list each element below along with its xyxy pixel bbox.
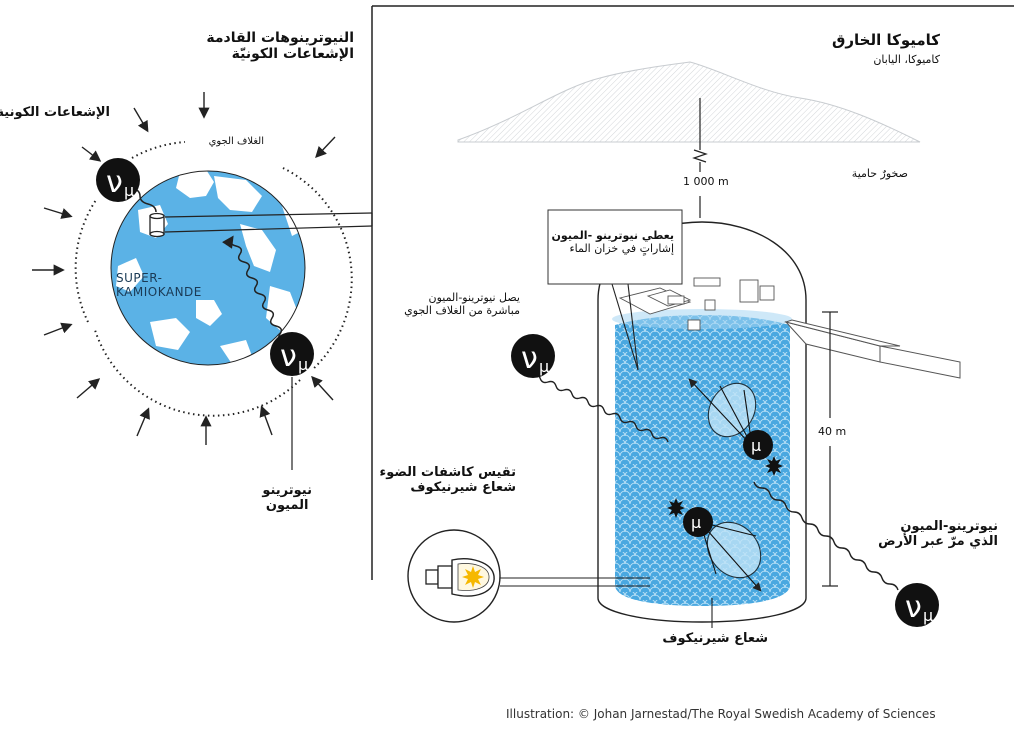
neutrino-badge-icon: [270, 332, 314, 376]
photodetectors-label: تقيس كاشفات الضوء شعاع شيرنيكوف: [379, 465, 516, 496]
super-k-line1: SUPER-: [116, 271, 163, 285]
credit-line: Illustration: © Johan Jarnestad/The Roya…: [506, 707, 936, 721]
depth-label: 1 000 m: [683, 175, 729, 188]
atmosphere-label: الغلاف الجوي: [208, 136, 264, 147]
incoming-title-line1: النيوترينوهات القادمة: [206, 30, 354, 46]
muon-badge-icon: [743, 430, 773, 460]
detectors-line2: شعاع شيرنيكوف: [410, 479, 516, 495]
signal-callout-text: يعطي نيوترينو -الميون إشاراتٍ في خزان ال…: [551, 229, 674, 255]
cherenkov-cone-upper: [688, 378, 757, 447]
neutrino-symbol: ν: [106, 165, 123, 200]
neutrino-symbol: ν: [280, 339, 297, 374]
direct-line1: يصل نيوترينو-الميون: [428, 291, 520, 304]
muon-neutrino-label: نيوترينو الميون: [262, 483, 312, 514]
muon-symbol: μ: [751, 436, 761, 455]
neutrino-badge-icon: [895, 583, 939, 627]
depth-indicator: [692, 98, 708, 218]
direct-neutrino-label: يصل نيوترينو-الميون مباشرة من الغلاف الج…: [404, 291, 520, 317]
super-kamiokande-marker: [149, 212, 165, 238]
cosmic-rays-label: الإشعاعات الكونية: [0, 105, 110, 120]
through-earth-line1: نيوترينو-الميون: [900, 519, 998, 534]
neutrino-symbol: ν: [905, 590, 922, 625]
neutrino-path-through-earth-detector: [753, 481, 899, 591]
kamioka-subtitle: كاميوكا، اليابان: [873, 53, 940, 66]
protective-rock-label: صخورٌ حامية: [851, 167, 908, 180]
kamioka-title: كاميوكا الخارق: [831, 31, 940, 49]
height-indicator: [822, 311, 838, 587]
atmosphere-ring: [74, 141, 353, 417]
access-tunnel: [784, 319, 961, 379]
cherenkov-cone-lower: [699, 521, 762, 592]
zoom-callout-lines: [164, 212, 373, 233]
neutrino-subscript: μ: [298, 355, 308, 374]
signal-line2: إشاراتٍ في خزان الماء: [569, 241, 674, 255]
super-k-line2: KAMIOKANDE: [116, 284, 202, 299]
direct-line2: مباشرة من الغلاف الجوي: [404, 303, 520, 317]
signal-callout-pointer: [611, 283, 639, 371]
neutrino-badge-icon: [511, 334, 555, 378]
neutrino-path-through-earth: [131, 187, 291, 351]
incoming-neutrinos-title: النيوترينوهات القادمة الإشعاعات الكونيّة: [206, 30, 354, 62]
neutrino-symbol: ν: [521, 341, 538, 376]
neutrino-subscript: μ: [923, 606, 933, 625]
signal-callout-box: [547, 209, 683, 285]
incoming-title-line2: الإشعاعات الكونيّة: [231, 46, 354, 63]
badge-symbols: ν μ ν μ ν μ ν μ μ μ: [106, 165, 933, 625]
detectors-line1: تقيس كاشفات الضوء: [379, 465, 516, 480]
neutrino-path-direct: [531, 372, 669, 443]
signal-line1: يعطي نيوترينو -الميون: [551, 229, 674, 242]
muon-neutrino-line2: الميون: [265, 497, 309, 513]
through-earth-label: نيوترينو-الميون الذي مرّ عبر الأرض: [878, 519, 998, 550]
interaction-star: [667, 456, 783, 518]
muon-symbol: μ: [691, 513, 701, 532]
neutrino-subscript: μ: [124, 181, 134, 200]
cosmic-ray-arrows: [32, 92, 336, 445]
sun-flash-icon: [462, 566, 484, 588]
mountain-icon: [457, 61, 921, 143]
muon-neutrino-line1: نيوترينو: [262, 483, 312, 498]
super-kamiokande-label: SUPER- KAMIOKANDE: [116, 271, 202, 300]
muon-badge-icon: [683, 507, 713, 537]
neutrino-subscript: μ: [539, 357, 549, 376]
panel-divider: [371, 5, 1014, 580]
neutrino-badge-icon: [96, 158, 140, 202]
height-label: 40 m: [818, 425, 847, 438]
through-earth-line2: الذي مرّ عبر الأرض: [878, 533, 998, 549]
cherenkov-label: شعاع شيرنيكوف: [662, 631, 768, 646]
